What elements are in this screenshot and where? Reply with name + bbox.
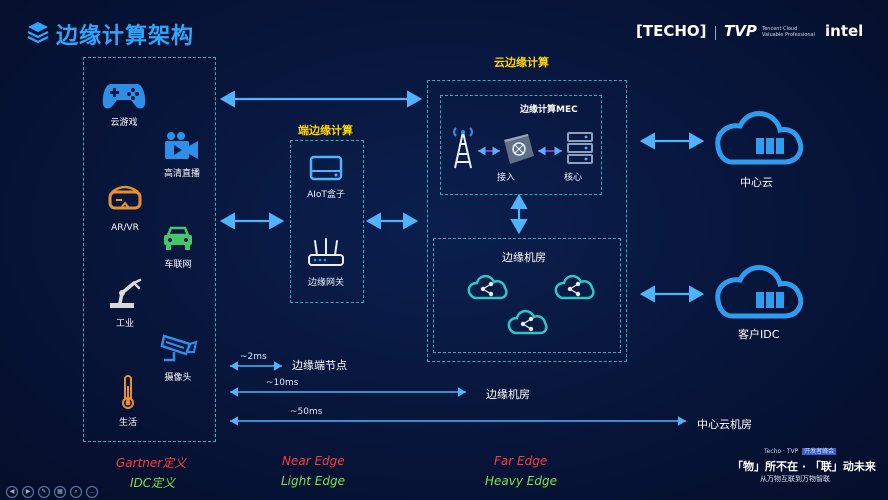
- share-cloud-icon: [507, 309, 548, 335]
- idc-cloud-label: 客户IDC: [738, 328, 780, 341]
- layers-icon: [27, 22, 49, 44]
- idc-cloud-icon: [715, 265, 804, 319]
- heavy-edge-en: Heavy Edge: [485, 474, 557, 488]
- divider: [715, 26, 716, 40]
- latency-50ms-value: ~50ms: [290, 407, 323, 417]
- gamepad-icon: [102, 84, 146, 109]
- router-icon: [308, 238, 344, 266]
- car-icon: [164, 226, 192, 250]
- slides-icon[interactable]: ▦: [54, 486, 66, 498]
- latency-2ms-value: ~2ms: [240, 352, 267, 362]
- zoom-icon[interactable]: ⌕: [70, 486, 82, 498]
- latency-50ms-name: 中心云机房: [697, 418, 752, 431]
- slogan-main: 「物」所不在 · 「联」动未来: [732, 460, 876, 473]
- techo-logo: [TECHO]: [636, 22, 707, 40]
- mec-server-icon: [504, 134, 534, 164]
- device-label-industry: 工业: [115, 319, 134, 329]
- far-edge-box: [427, 80, 627, 362]
- cell-tower-icon: [453, 127, 473, 169]
- latency-10ms-value: ~10ms: [266, 378, 299, 388]
- robot-arm-icon: [110, 278, 142, 308]
- device-label-iov: 车联网: [164, 260, 192, 270]
- thermometer-icon: [122, 375, 134, 409]
- mec-title: 边缘计算MEC: [520, 105, 578, 115]
- core-server-icon: [567, 132, 593, 164]
- aiot-box-label: AIoT盒子: [307, 190, 345, 200]
- share-cloud-icon: [467, 274, 508, 300]
- near-edge-box: [290, 140, 364, 303]
- vr-headset-icon: [108, 185, 142, 210]
- device-label-hd-live: 高清直播: [163, 169, 200, 179]
- router-label: 边缘网关: [307, 278, 344, 288]
- intel-logo: intel: [825, 22, 864, 40]
- near-edge-title: 端边缘计算: [298, 124, 353, 137]
- slogan-sub: 从万物互联到万物智联: [760, 475, 830, 483]
- latency-10ms-name: 边缘机房: [486, 388, 530, 401]
- slide-nav: ◀ ▶ ✎ ▦ ⌕ …: [6, 486, 98, 498]
- aiot-box-icon: [309, 155, 343, 181]
- gartner-definition: Gartner定义: [116, 456, 187, 470]
- share-cloud-icon: [554, 274, 595, 300]
- center-cloud-icon: [715, 111, 804, 165]
- idc-definition: IDC定义: [130, 476, 176, 490]
- near-edge-en: Near Edge: [282, 454, 345, 468]
- latency-2ms-name: 边缘端节点: [292, 359, 347, 372]
- light-edge-en: Light Edge: [281, 474, 345, 488]
- pen-icon[interactable]: ✎: [38, 486, 50, 498]
- edge-room-title: 边缘机房: [502, 251, 546, 264]
- more-icon[interactable]: …: [86, 486, 98, 498]
- device-label-cloud-gaming: 云游戏: [110, 118, 138, 128]
- edge-room-box: [433, 238, 621, 353]
- page-title: 边缘计算架构: [56, 24, 195, 49]
- next-slide-icon[interactable]: ▶: [22, 486, 34, 498]
- far-edge-en: Far Edge: [494, 454, 548, 468]
- core-label: 核心: [564, 173, 583, 183]
- center-cloud-label: 中心云: [740, 176, 773, 189]
- tvp-subtitle: Tencent Cloud Valuable Professional: [762, 26, 815, 38]
- far-edge-title: 云边缘计算: [494, 56, 549, 69]
- slogan-badge: 开发者峰会: [802, 448, 837, 455]
- cctv-camera-icon: [160, 334, 198, 362]
- tvp-logo: TVP: [724, 22, 757, 40]
- access-label: 接入: [497, 173, 516, 183]
- device-label-camera: 摄像头: [164, 373, 192, 383]
- device-column-box: [83, 57, 216, 442]
- mec-box: [440, 95, 602, 195]
- slogan-top: Techo · TVP 开发者峰会: [764, 448, 837, 455]
- device-label-life: 生活: [118, 418, 137, 428]
- device-label-ar-vr: AR/VR: [111, 223, 139, 233]
- video-camera-icon: [165, 132, 198, 159]
- prev-slide-icon[interactable]: ◀: [6, 486, 18, 498]
